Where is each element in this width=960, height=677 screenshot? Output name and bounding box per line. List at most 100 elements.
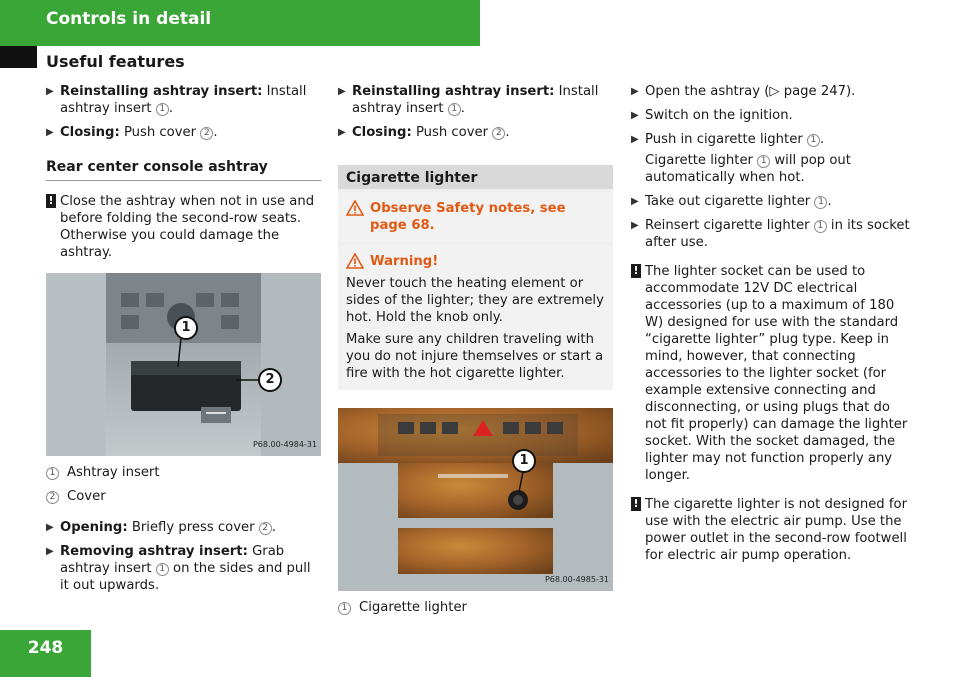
header-marker (0, 46, 37, 68)
photo-code: P68.00-4985-31 (544, 575, 609, 584)
legend-text: Cigarette lighter (359, 600, 467, 615)
legend-text: Cover (67, 489, 106, 504)
step-label: Opening: (60, 520, 128, 535)
instruction-step: ▶ Reinstalling ashtray insert: Install a… (338, 83, 613, 117)
legend-item: 2 Cover (46, 488, 321, 505)
instruction-step: ▶ Reinstalling ashtray insert: Install a… (46, 83, 321, 117)
instruction-step: ▶ Removing ashtray insert: Grab ashtray … (46, 543, 321, 594)
caution-text: The lighter socket can be used to accomm… (645, 264, 908, 483)
callout-number-icon: 2 (200, 127, 214, 140)
step-end: . (168, 101, 173, 116)
caution-text: Close the ashtray when not in use and be… (60, 194, 315, 260)
warning-triangle-icon (346, 253, 364, 269)
step-end: . (460, 101, 465, 116)
step-text: Take out cigarette lighter (645, 194, 811, 209)
warning-triangle-icon (346, 200, 364, 216)
step-label: Reinstalling ashtray insert: (60, 84, 263, 99)
instruction-step: ▶ Closing: Push cover 2. (338, 124, 613, 141)
step-text: Briefly press cover (131, 520, 255, 535)
caution-icon: ! (631, 497, 641, 511)
photo-code: P68.00-4984-31 (252, 440, 317, 449)
instruction-step: ▶ Take out cigarette lighter 1. (631, 193, 911, 210)
caution-text: The cigarette lighter is not designed fo… (645, 497, 908, 563)
step-note: Cigarette lighter 1 will pop out automat… (631, 152, 911, 186)
step-text: Reinsert cigarette lighter (645, 218, 810, 233)
step-end: . (505, 125, 510, 140)
step-text: Grab ashtray insert (60, 544, 285, 576)
step-arrow-icon: ▶ (46, 86, 54, 97)
callout-number-icon: 1 (155, 103, 169, 116)
warning-title: Warning! (370, 254, 439, 269)
step-label: Reinstalling ashtray insert: (352, 84, 555, 99)
instruction-step: ▶ Push in cigarette lighter 1. (631, 131, 911, 148)
callout-number-icon: 2 (258, 522, 272, 535)
callout-number-icon: 1 (813, 220, 827, 233)
step-text: Install ashtray insert (352, 84, 599, 116)
page-reference-link[interactable]: ▷ page 247 (769, 84, 847, 99)
step-note-text: will pop out automatically when hot. (645, 153, 851, 185)
step-arrow-icon: ▶ (631, 134, 639, 145)
column-right: ▶ Open the ashtray (▷ page 247). ▶ Switc… (631, 83, 911, 572)
box-heading: Cigarette lighter (338, 165, 613, 189)
callout-number-icon: 2 (46, 491, 59, 504)
step-arrow-icon: ▶ (46, 127, 54, 138)
step-arrow-icon: ▶ (631, 220, 639, 231)
step-arrow-icon: ▶ (631, 86, 639, 97)
step-arrow-icon: ▶ (46, 546, 54, 557)
instruction-step: ▶ Opening: Briefly press cover 2. (46, 519, 321, 536)
cigarette-lighter-box: Cigarette lighter Observe Safety notes, … (338, 165, 613, 390)
caution-note: ! Close the ashtray when not in use and … (46, 193, 321, 261)
step-text: Open the ashtray ( (645, 84, 770, 99)
header-bar (0, 0, 480, 46)
callout-number-icon: 2 (492, 127, 506, 140)
page-number: 248 (27, 638, 64, 658)
step-label: Removing ashtray insert: (60, 544, 248, 559)
step-arrow-icon: ▶ (631, 196, 639, 207)
instruction-step: ▶ Reinsert cigarette lighter 1 in its so… (631, 217, 911, 251)
legend-item: 1 Ashtray insert (46, 464, 321, 481)
instruction-step: ▶ Switch on the ignition. (631, 107, 911, 124)
caution-icon: ! (46, 194, 56, 208)
step-text: Push in cigarette lighter (645, 132, 803, 147)
step-label: Closing: (352, 125, 412, 140)
safety-text-line2: page 68. (370, 218, 435, 233)
legend-text: Ashtray insert (67, 465, 160, 480)
photo-callout-1: 1 (181, 320, 191, 335)
step-text: Push cover (415, 125, 489, 140)
lighter-photo: 1 P68.00-4985-31 (338, 408, 613, 591)
ashtray-photo: 1 2 P68.00-4984-31 (46, 273, 321, 456)
section-heading: Rear center console ashtray (46, 159, 321, 181)
step-text: on the sides and pull it out upwards. (60, 561, 311, 593)
step-end: . (213, 125, 218, 140)
safety-notice: Observe Safety notes, see page 68. (338, 192, 613, 242)
step-text: in its socket after use. (645, 218, 910, 250)
callout-number-icon: 1 (814, 196, 828, 209)
step-end: . (827, 194, 832, 209)
warning-paragraph: Make sure any children traveling with yo… (346, 332, 604, 381)
step-arrow-icon: ▶ (338, 127, 346, 138)
page-number-box (0, 630, 91, 677)
warning-paragraph: Never touch the heating element or sides… (346, 276, 604, 325)
step-label: Closing: (60, 125, 120, 140)
callout-number-icon: 1 (806, 134, 820, 147)
step-arrow-icon: ▶ (338, 86, 346, 97)
column-left: ▶ Reinstalling ashtray insert: Install a… (46, 83, 321, 601)
step-text: Switch on the ignition. (645, 108, 793, 123)
section-subtitle: Useful features (46, 52, 185, 71)
callout-number-icon: 1 (155, 563, 169, 576)
step-text: Install ashtray insert (60, 84, 307, 116)
step-end: . (271, 520, 276, 535)
caution-note: ! The lighter socket can be used to acco… (631, 263, 911, 484)
step-end: . (819, 132, 825, 147)
step-arrow-icon: ▶ (46, 522, 54, 533)
callout-number-icon: 1 (46, 467, 59, 480)
step-arrow-icon: ▶ (631, 110, 639, 121)
column-middle: ▶ Reinstalling ashtray insert: Install a… (338, 83, 613, 623)
photo-callout-1: 1 (519, 453, 529, 468)
instruction-step: ▶ Open the ashtray (▷ page 247). (631, 83, 911, 100)
chapter-title: Controls in detail (46, 9, 212, 29)
step-end: ). (846, 84, 856, 99)
step-note-text: Cigarette lighter (645, 153, 753, 168)
safety-text-line1: Observe Safety notes, see (370, 201, 566, 216)
